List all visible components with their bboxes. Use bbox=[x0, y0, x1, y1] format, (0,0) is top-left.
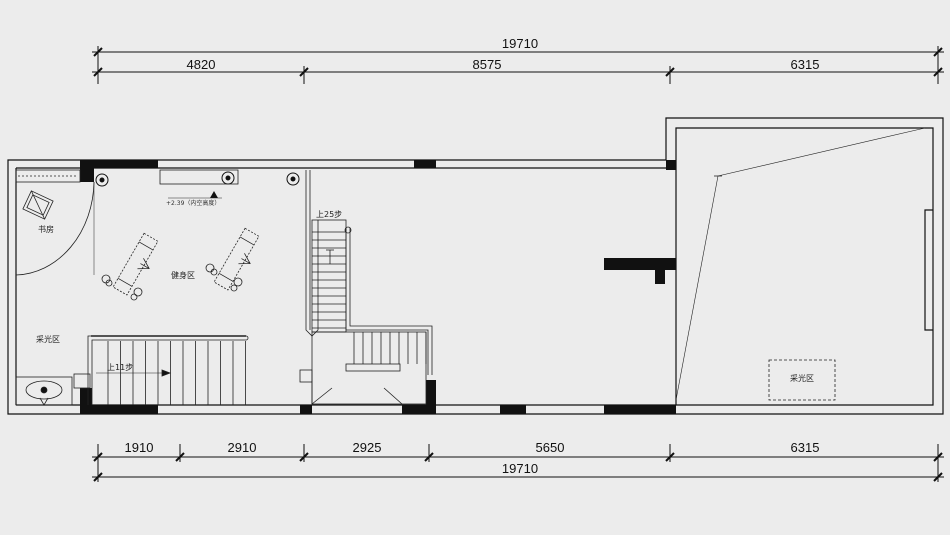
stair-25-steps bbox=[299, 170, 433, 405]
fitness-equipment bbox=[101, 227, 260, 301]
stairs-up-11-label: 上11步 bbox=[107, 363, 133, 372]
top-total-dimension: 19710 bbox=[502, 36, 538, 51]
stair-11-steps bbox=[87, 335, 249, 405]
bottom-dimensions bbox=[92, 444, 944, 482]
treadmill-icon bbox=[112, 232, 159, 296]
study-label: 书房 bbox=[38, 224, 54, 234]
top-dimension-3: 6315 bbox=[791, 57, 820, 72]
round-table-icon bbox=[15, 376, 73, 406]
plant-icon bbox=[101, 263, 243, 301]
study-room bbox=[15, 169, 95, 276]
daylight-area-right bbox=[675, 127, 926, 401]
daylight-area-left-label: 采光区 bbox=[36, 334, 60, 344]
stairs-up-25-label: 上25步 bbox=[316, 210, 342, 219]
downlight-icon bbox=[286, 172, 300, 186]
bottom-total-dimension: 19710 bbox=[502, 461, 538, 476]
treadmill-icon bbox=[213, 227, 260, 291]
bottom-dimension-1: 1910 bbox=[125, 440, 154, 455]
counter bbox=[159, 169, 239, 199]
downlight-icon bbox=[95, 173, 109, 187]
cabinet bbox=[73, 373, 91, 389]
top-dimension-1: 4820 bbox=[187, 57, 216, 72]
bottom-dimension-2: 2910 bbox=[228, 440, 257, 455]
bottom-dimension-4: 5650 bbox=[536, 440, 565, 455]
top-dimensions bbox=[92, 46, 944, 84]
bottom-dimension-3: 2925 bbox=[353, 440, 382, 455]
daylight-area-right-label: 采光区 bbox=[790, 373, 814, 383]
bottom-dimension-5: 6315 bbox=[791, 440, 820, 455]
structural-columns bbox=[80, 160, 676, 414]
top-dimension-2: 8575 bbox=[473, 57, 502, 72]
height-note: +2.39（内空高度） bbox=[166, 199, 220, 207]
fitness-area-label: 健身区 bbox=[171, 270, 195, 280]
armchair-icon bbox=[22, 190, 54, 220]
elevation-marker-icon bbox=[210, 191, 218, 198]
downlight-icon bbox=[221, 171, 235, 185]
